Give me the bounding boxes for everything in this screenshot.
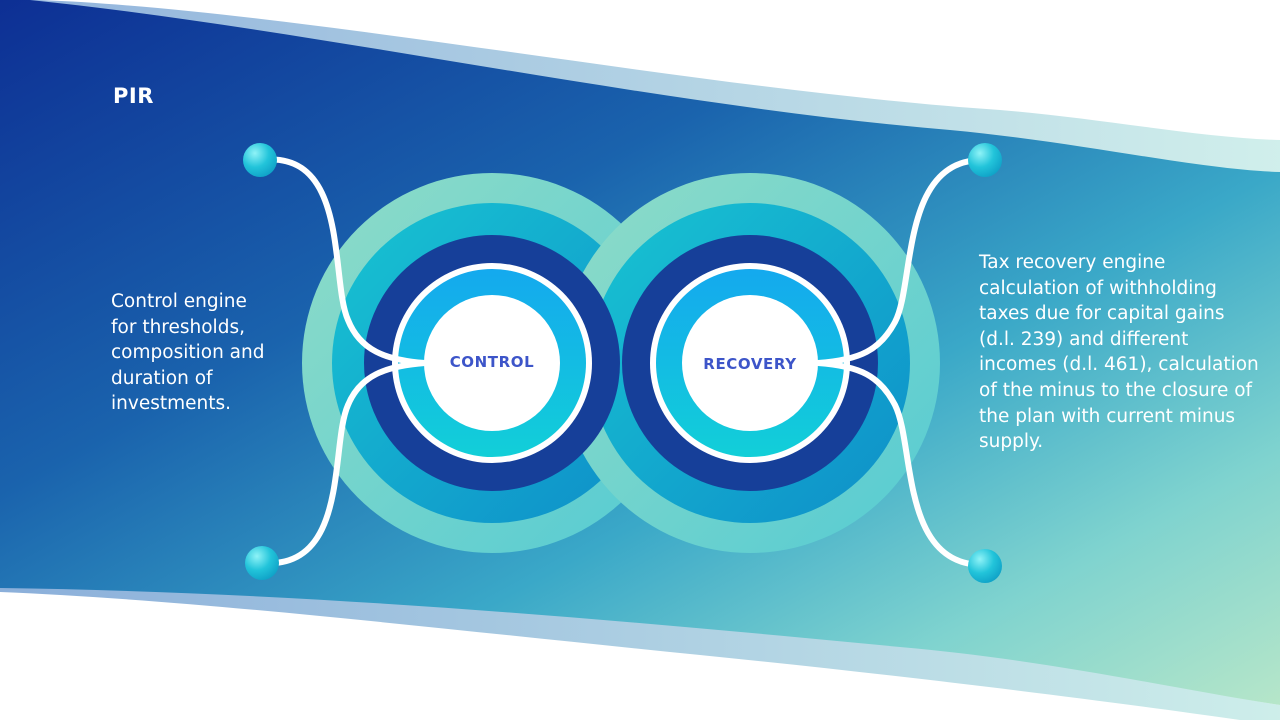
connector-right-bottom xyxy=(815,360,987,569)
connector-left-top xyxy=(259,156,428,366)
recovery-label: RECOVERY xyxy=(703,355,797,373)
control-description-line: investments. xyxy=(111,393,231,415)
connector-left-bottom xyxy=(259,360,428,567)
control-description-line: duration of xyxy=(111,367,213,389)
control-label: CONTROL xyxy=(449,353,535,371)
recovery-description-line: calculation of withholding xyxy=(979,277,1217,299)
recovery-description-line: taxes due for capital gains xyxy=(979,303,1225,325)
slide-title: PIR xyxy=(113,84,154,108)
control-description-line: for thresholds, xyxy=(111,316,245,338)
band-bottom-edge xyxy=(0,565,1280,720)
control-description: Control engine for thresholds, compositi… xyxy=(111,289,276,417)
recovery-description-line: supply. xyxy=(979,431,1044,453)
recovery-center xyxy=(682,295,818,431)
ball-left-top xyxy=(243,143,277,177)
ball-left-bottom xyxy=(245,546,279,580)
recovery-description-line: incomes (d.l. 461), calculation xyxy=(979,354,1259,376)
connector-right-top xyxy=(815,156,987,366)
recovery-description-line: Tax recovery engine xyxy=(979,252,1166,273)
recovery-description-line: the plan with current minus xyxy=(979,405,1236,427)
control-description-line: Control engine xyxy=(111,291,247,312)
control-description-line: composition and xyxy=(111,342,265,364)
ball-right-top xyxy=(968,143,1002,177)
control-center xyxy=(424,295,560,431)
recovery-description-line: (d.l. 239) and different xyxy=(979,328,1189,350)
ball-right-bottom xyxy=(968,549,1002,583)
recovery-description-line: of the minus to the closure of xyxy=(979,379,1253,401)
recovery-description: Tax recovery engine calculation of withh… xyxy=(979,250,1264,455)
